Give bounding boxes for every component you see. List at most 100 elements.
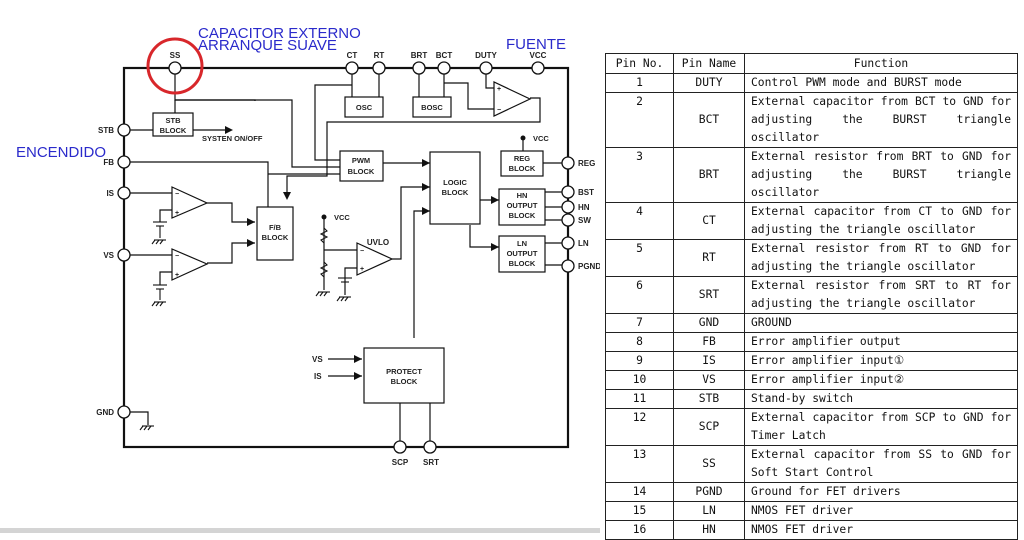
pwm-label: PWM — [352, 156, 370, 165]
system-onoff-label: SYSTEN ON/OFF — [202, 134, 263, 143]
pin-function-cell: NMOS FET driver — [744, 501, 1018, 521]
pwm-block — [339, 150, 384, 182]
pin-function-cell: GROUND — [744, 313, 1018, 333]
pin-number-cell: 5 — [605, 239, 674, 277]
pin-function-cell: External capacitor from CT to GND for ad… — [744, 202, 1018, 240]
pin-name-cell: FB — [673, 332, 745, 352]
annotation-arranque-suave: ARRANQUE SUAVE — [198, 37, 337, 54]
pin-number-cell: 13 — [605, 445, 674, 483]
protect-block — [363, 347, 445, 404]
pin-function-cell: External capacitor from SS to GND for So… — [744, 445, 1018, 483]
bottom-scrollbar[interactable] — [0, 528, 600, 533]
ground-icon — [151, 239, 166, 245]
pin-name-cell: PGND — [673, 482, 745, 502]
pin-number-cell: 7 — [605, 313, 674, 333]
pin-number-cell: 9 — [605, 351, 674, 371]
pin-label-bct: BCT — [436, 51, 453, 60]
pin-name-cell: BRT — [673, 147, 745, 203]
pin-number-cell: 16 — [605, 520, 674, 540]
vs-error-amp — [171, 248, 209, 281]
pin-name-cell: IS — [673, 351, 745, 371]
pin-name-cell: HN — [673, 520, 745, 540]
pin-bct — [437, 61, 451, 75]
pin-label-ss: SS — [170, 51, 181, 60]
pin-function-cell: Control PWM mode and BURST mode — [744, 73, 1018, 93]
pin-rt — [372, 61, 386, 75]
pin-function-cell: Error amplifier input① — [744, 351, 1018, 371]
pin-function-cell: External resistor from SRT to RT for adj… — [744, 276, 1018, 314]
pin-bst — [561, 185, 575, 199]
ground-icon — [315, 291, 330, 297]
pin-label-rt: RT — [374, 51, 385, 60]
reg-label: REG — [514, 154, 530, 163]
pin-label-stb: STB — [98, 126, 114, 135]
logic-label-2: BLOCK — [442, 188, 469, 197]
pin-is — [117, 186, 131, 200]
pin-name-cell: GND — [673, 313, 745, 333]
ln-label-3: BLOCK — [509, 259, 536, 268]
header-pin-name: Pin Name — [673, 53, 745, 74]
pin-label-vs: VS — [103, 251, 114, 260]
hn-label-3: BLOCK — [509, 211, 536, 220]
pin-label-gnd: GND — [96, 408, 114, 417]
pwm-label-2: BLOCK — [348, 167, 375, 176]
pin-number-cell: 6 — [605, 276, 674, 314]
pin-number-cell: 2 — [605, 92, 674, 148]
uvlo-label: UVLO — [367, 238, 389, 247]
pin-stb — [117, 123, 131, 137]
soft-start-highlight — [146, 37, 204, 95]
pin-fb — [117, 155, 131, 169]
svg-text:−: − — [360, 248, 364, 255]
pin-label-bst: BST — [578, 188, 594, 197]
pin-ct — [345, 61, 359, 75]
pin-number-cell: 15 — [605, 501, 674, 521]
pin-label-hn: HN — [578, 203, 590, 212]
svg-text:+: + — [175, 210, 179, 217]
pin-label-pgnd: PGND — [578, 262, 600, 271]
pin-number-cell: 11 — [605, 389, 674, 409]
pin-function-cell: External capacitor from SCP to GND for T… — [744, 408, 1018, 446]
fb-label: F/B — [269, 223, 282, 232]
annotation-fuente: FUENTE — [506, 36, 566, 53]
hn-label-2: OUTPUT — [507, 201, 538, 210]
ground-icon — [336, 296, 351, 302]
uvlo-comparator — [356, 242, 394, 276]
table-header-row: Pin No. Pin Name Function — [605, 53, 1018, 74]
pin-name-cell: VS — [673, 370, 745, 390]
pin-number-cell: 14 — [605, 482, 674, 502]
resistor-icon — [319, 261, 329, 278]
pin-name-cell: STB — [673, 389, 745, 409]
osc-block — [344, 96, 384, 118]
ln-label-2: OUTPUT — [507, 249, 538, 258]
pin-ss — [168, 61, 182, 75]
protect-label-2: BLOCK — [391, 377, 418, 386]
pin-ln — [561, 236, 575, 250]
vcc-label-reg: VCC — [533, 134, 549, 143]
pin-reg — [561, 156, 575, 170]
pin-srt — [423, 440, 437, 454]
svg-text:−: − — [497, 107, 501, 114]
annotation-capacitor-externo: CAPACITOR EXTERNO — [198, 25, 361, 42]
hn-label: HN — [517, 191, 528, 200]
pin-function-cell: External capacitor from BCT to GND for a… — [744, 92, 1018, 148]
bosc-label: BOSC — [421, 103, 443, 112]
block-diagram: SS CT RT BRT BCT DUTY VCC STB FB IS VS G… — [16, 25, 600, 467]
pin-label-vcc: VCC — [530, 51, 547, 60]
reg-label-2: BLOCK — [509, 164, 536, 173]
protect-input-is: IS — [314, 372, 322, 381]
pin-sw — [561, 213, 575, 227]
pin-label-sw: SW — [578, 216, 591, 225]
fb-label-2: BLOCK — [262, 233, 289, 242]
